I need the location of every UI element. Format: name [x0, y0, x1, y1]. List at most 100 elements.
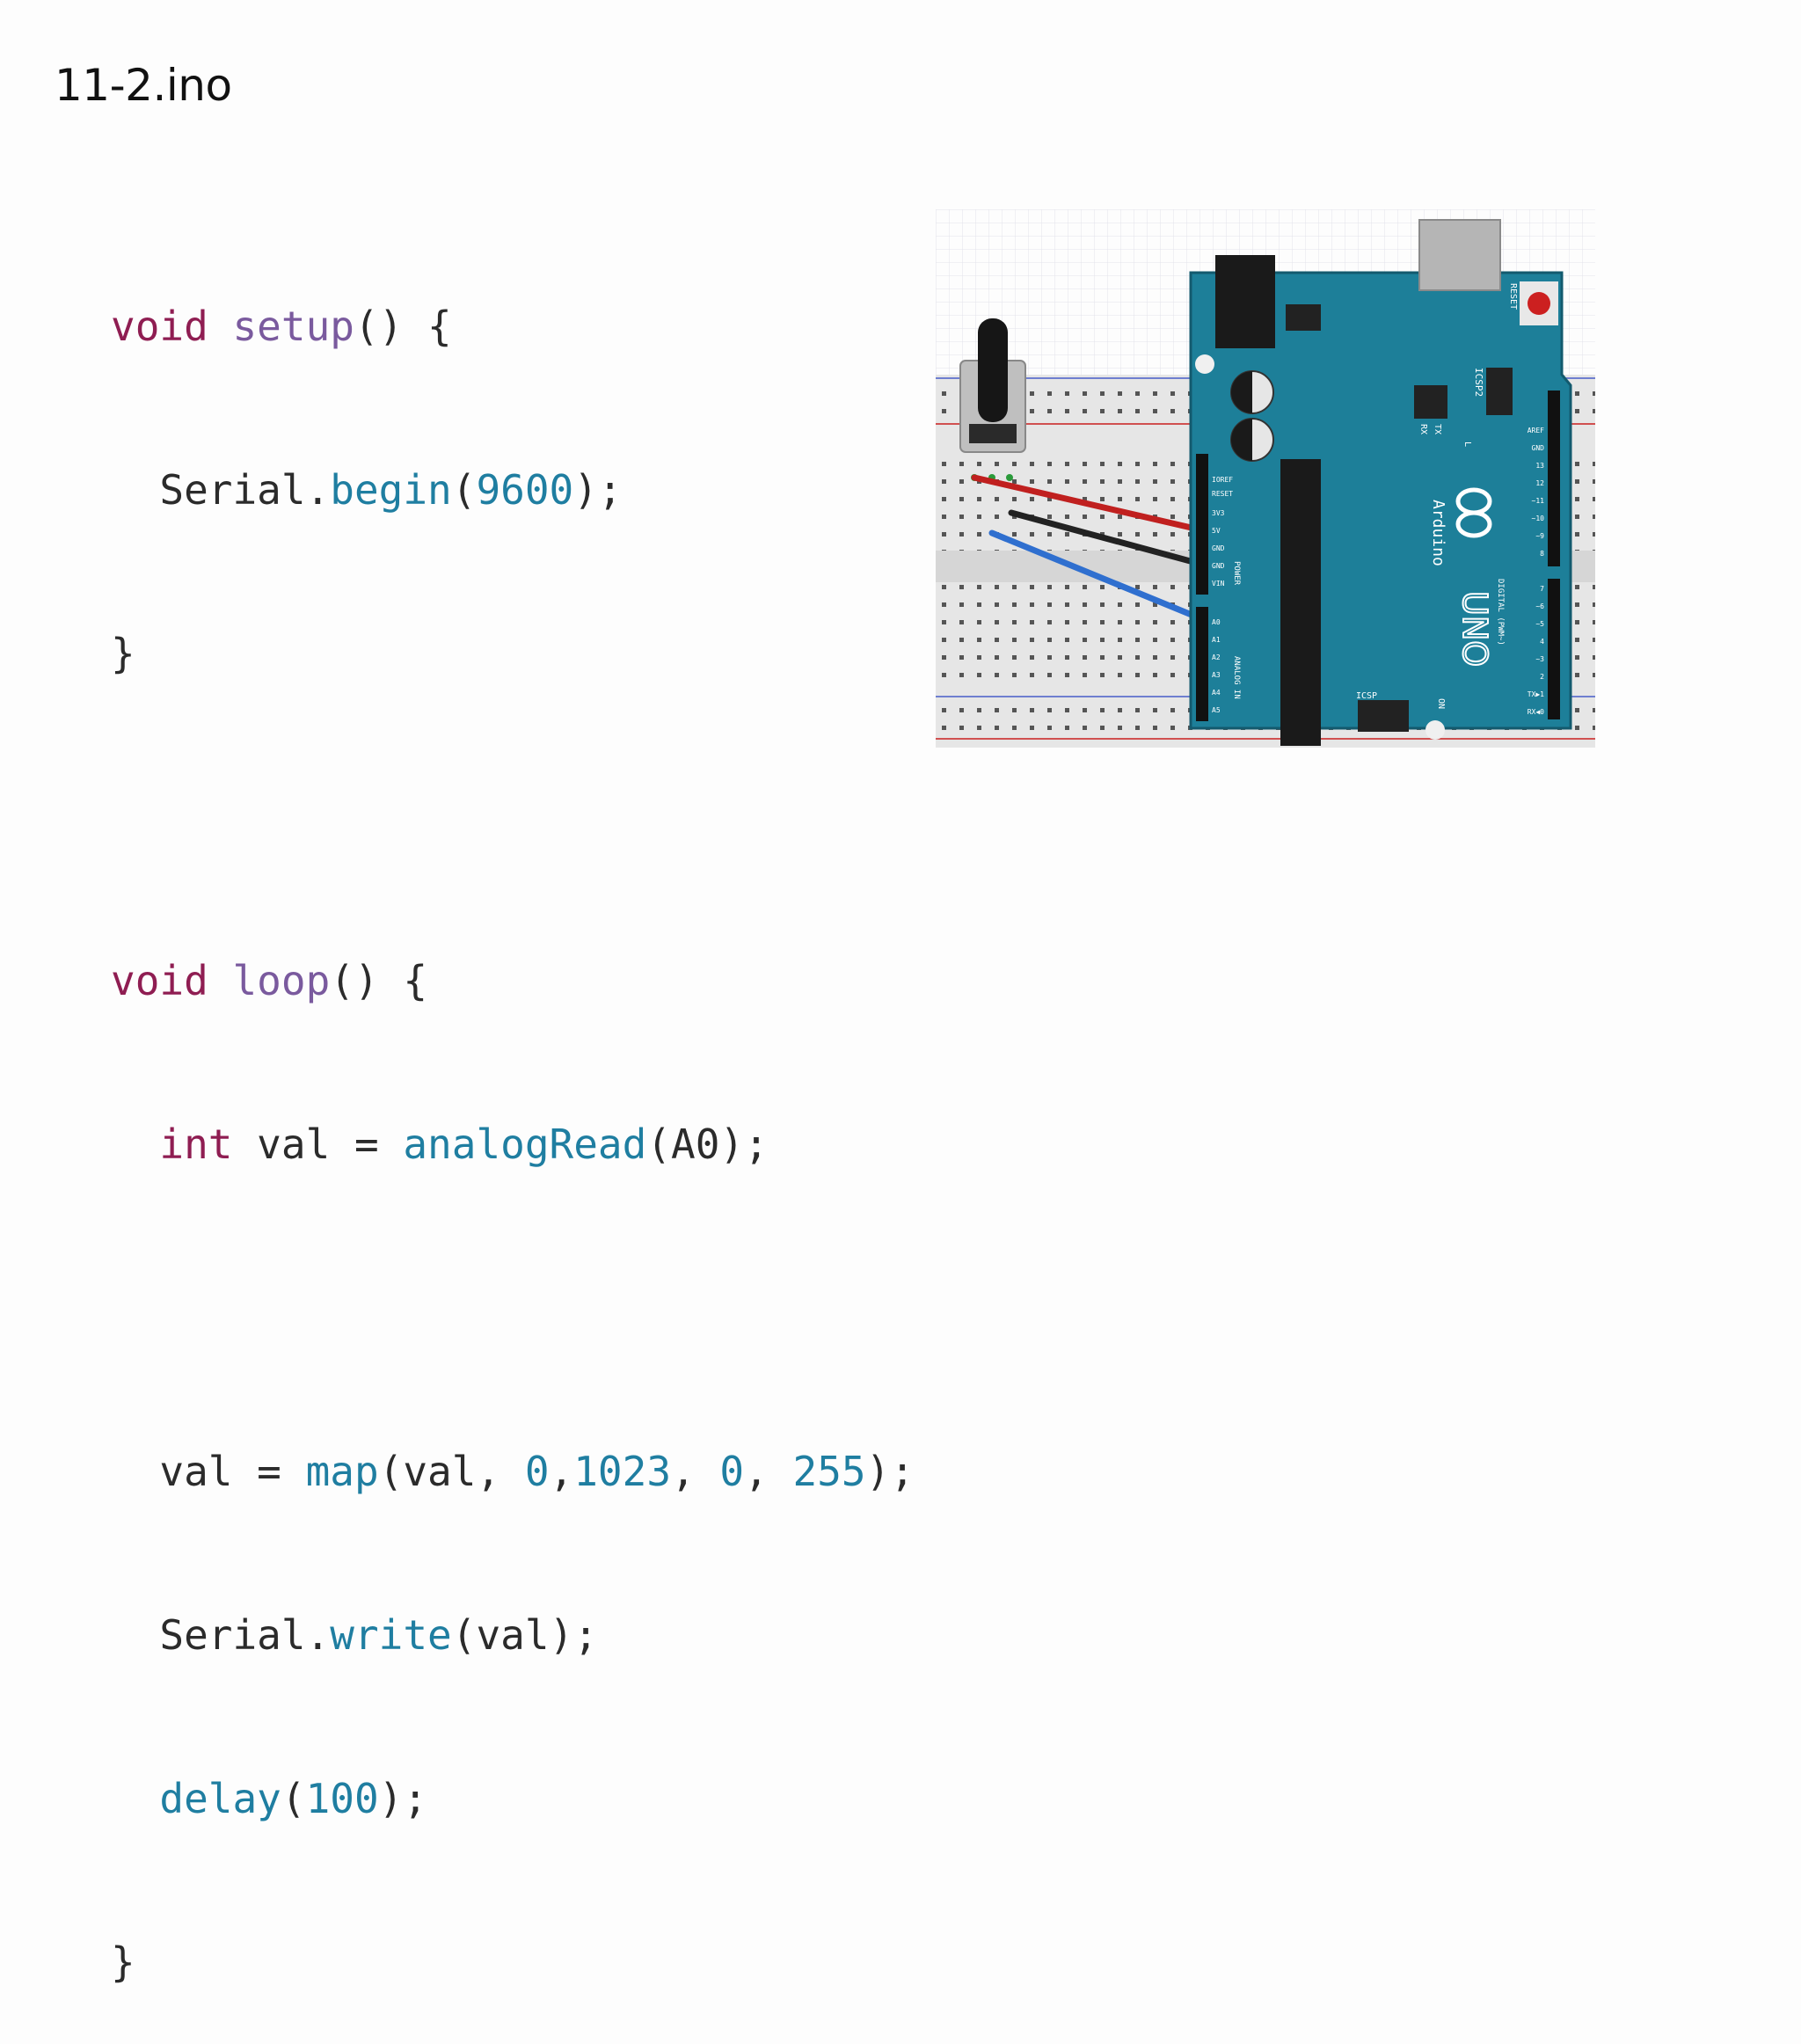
pin-ioref: IOREF [1212, 476, 1233, 484]
pin-7: 7 [1540, 585, 1544, 593]
code-serial: Serial. [159, 466, 331, 514]
pin-1: TX▶1 [1528, 690, 1544, 698]
pin-a3: A3 [1212, 671, 1221, 679]
code-punct: (A0); [646, 1121, 769, 1168]
pin-aref: AREF [1528, 427, 1544, 434]
slide-title: 11-2.ino [55, 60, 232, 111]
circuit-illustration: Arduino UNO RESET ICSP2 TX RX L ON ICSP … [936, 209, 1595, 748]
wire-a0 [988, 529, 1210, 624]
code-text: val = [232, 1121, 404, 1168]
code-punct: , [744, 1448, 793, 1495]
code-line-11: } [111, 1935, 915, 1989]
pin-gnd-digital: GND [1532, 444, 1545, 452]
keyword-int: int [159, 1121, 233, 1168]
power-jack [1215, 255, 1275, 348]
pin-5: ~5 [1535, 620, 1544, 628]
call-begin: begin [330, 466, 452, 514]
function-setup: setup [232, 303, 354, 350]
pin-12: 12 [1535, 479, 1544, 487]
wire-5v [971, 474, 1210, 535]
code-punct: ( [281, 1775, 306, 1822]
number-delay: 100 [305, 1775, 379, 1822]
pin-a2: A2 [1212, 653, 1221, 661]
number-out-max: 255 [792, 1448, 866, 1495]
code-brace: } [111, 630, 135, 677]
pin-10: ~10 [1532, 515, 1545, 522]
code-punct: ); [865, 1448, 915, 1495]
potentiometer [959, 318, 1026, 481]
l-label: L [1462, 442, 1472, 447]
code-line-9: Serial.write(val); [111, 1608, 915, 1662]
keyword-void: void [111, 303, 208, 350]
code-line-1: void setup() { [111, 299, 915, 354]
on-label: ON [1436, 698, 1446, 709]
code-punct: () { [354, 303, 452, 350]
model-label: UNO [1455, 591, 1494, 667]
pin-a0: A0 [1212, 618, 1221, 626]
arduino-logo-icon [1455, 487, 1492, 538]
code-line-8: val = map(val, 0,1023, 0, 255); [111, 1444, 915, 1499]
pin-3: ~3 [1535, 655, 1544, 663]
pin-9: ~9 [1535, 532, 1544, 540]
call-analogread: analogRead [403, 1121, 647, 1168]
code-line-10: delay(100); [111, 1771, 915, 1826]
pin-5v: 5V [1212, 527, 1221, 535]
code-line-7 [111, 1281, 915, 1335]
pin-3v3: 3V3 [1212, 509, 1225, 517]
power-label: POWER [1232, 561, 1241, 586]
rx-label: RX [1418, 424, 1428, 434]
code-line-6: int val = analogRead(A0); [111, 1117, 915, 1172]
code-punct: , [671, 1448, 720, 1495]
function-loop: loop [232, 957, 331, 1004]
keyword-void: void [111, 957, 208, 1004]
tx-label: TX [1433, 424, 1442, 434]
code-line-2: Serial.begin(9600); [111, 463, 915, 517]
call-delay: delay [159, 1775, 281, 1822]
code-text: val = [159, 1448, 306, 1495]
icsp2-header [1486, 368, 1513, 415]
pin-a1: A1 [1212, 636, 1221, 644]
wire-gnd [1008, 509, 1210, 569]
code-punct: ( [451, 466, 477, 514]
code-serial: Serial. [159, 1611, 331, 1659]
number-in-max: 1023 [573, 1448, 672, 1495]
icsp2-label: ICSP2 [1473, 368, 1484, 397]
number-out-min: 0 [719, 1448, 745, 1495]
code-block: void setup() { Serial.begin(9600); } voi… [111, 190, 915, 2044]
code-line-5: void loop() { [111, 953, 915, 1008]
pin-6: ~6 [1535, 602, 1544, 610]
icsp-label: ICSP [1356, 691, 1377, 701]
pin-gnd-2: GND [1212, 562, 1225, 570]
pin-0: RX◀0 [1528, 708, 1544, 716]
code-punct: () { [330, 957, 428, 1004]
pin-gnd-1: GND [1212, 544, 1225, 552]
power-header [1196, 454, 1208, 595]
arduino-uno-board: Arduino UNO RESET ICSP2 TX RX L ON ICSP … [1189, 219, 1572, 746]
pin-11: ~11 [1532, 497, 1545, 505]
pin-2: 2 [1540, 673, 1544, 681]
microcontroller-chip [1280, 459, 1321, 746]
code-punct: ); [378, 1775, 428, 1822]
digital-header-low [1548, 579, 1560, 719]
analog-in-label: ANALOG IN [1232, 656, 1241, 699]
number-baud: 9600 [476, 466, 574, 514]
digital-header-high [1548, 391, 1560, 566]
wires [971, 474, 1210, 624]
pin-vin: VIN [1212, 580, 1225, 588]
pin-8: 8 [1540, 550, 1544, 558]
code-punct: , [549, 1448, 574, 1495]
code-brace: } [111, 1938, 135, 1986]
pin-13: 13 [1535, 462, 1544, 470]
pin-a4: A4 [1212, 689, 1221, 697]
pin-4: 4 [1540, 638, 1544, 646]
call-map: map [305, 1448, 379, 1495]
analog-header [1196, 607, 1208, 721]
brand-label: Arduino [1429, 500, 1447, 566]
reset-label: RESET [1508, 283, 1518, 310]
pin-reset: RESET [1212, 490, 1233, 498]
number-in-min: 0 [524, 1448, 550, 1495]
code-punct: ); [573, 466, 623, 514]
code-line-3: } [111, 626, 915, 681]
icsp-header [1358, 700, 1409, 732]
usb-connector [1418, 219, 1501, 291]
